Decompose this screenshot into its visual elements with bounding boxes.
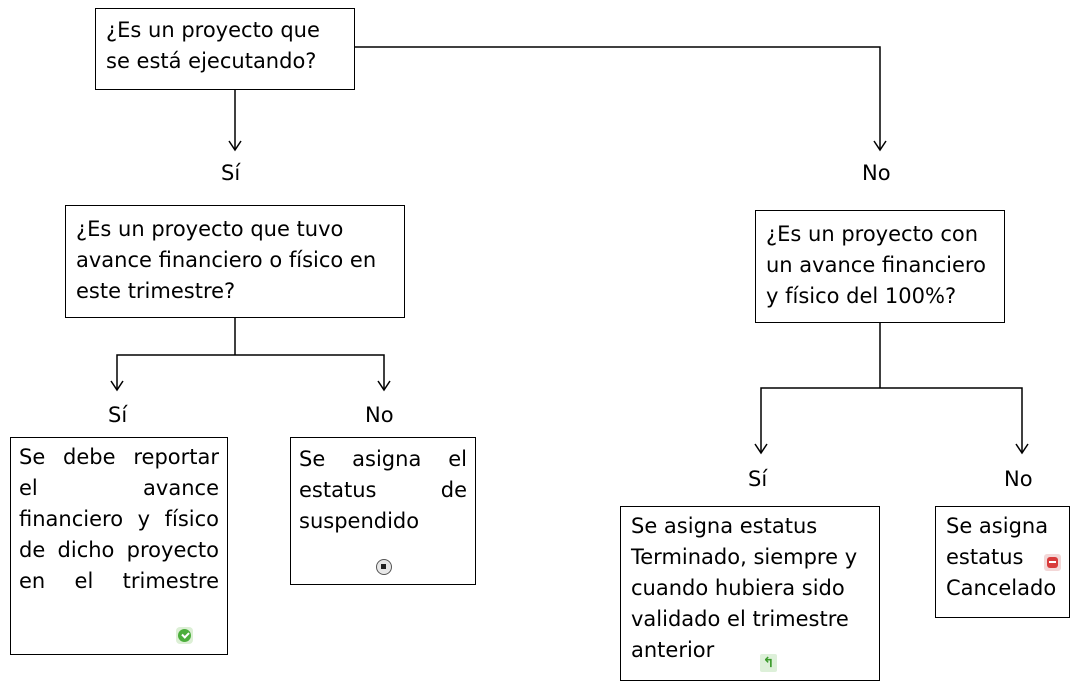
result-text: Se debe reportar el avance financiero y … [19, 445, 219, 593]
result-report-progress: Se debe reportar el avance financiero y … [10, 437, 228, 655]
question-text: ¿Es un proyecto que se está ejecutando? [106, 18, 320, 73]
question-text: ¿Es un proyecto que tuvo avance financie… [76, 217, 377, 303]
question-quarter-progress: ¿Es un proyecto que tuvo avance financie… [65, 205, 405, 318]
result-suspended: Se asigna el estatus de suspendido [290, 437, 476, 585]
question-full-progress: ¿Es un proyecto con un avance financiero… [755, 210, 1005, 323]
result-text: Se asigna estatus Cancelado [946, 514, 1057, 600]
label-no-executing: No [862, 161, 891, 185]
result-finished: Se asigna estatus Terminado, siempre y c… [620, 506, 880, 681]
result-cancelled: Se asigna estatus Cancelado [935, 506, 1070, 618]
label-yes-complete: Sí [748, 467, 768, 491]
label-yes-executing: Sí [221, 161, 241, 185]
stop-icon [376, 559, 392, 575]
question-project-executing: ¿Es un proyecto que se está ejecutando? [95, 8, 355, 90]
result-text: Se asigna el estatus de suspendido [299, 447, 467, 533]
label-no-progress: No [365, 403, 394, 427]
label-no-complete: No [1004, 467, 1033, 491]
question-text: ¿Es un proyecto con un avance financiero… [766, 222, 986, 308]
label-yes-progress: Sí [108, 403, 128, 427]
green-return-arrow-icon: ↰ [760, 654, 777, 672]
red-minus-icon [1044, 554, 1061, 571]
green-check-icon [176, 627, 193, 644]
result-text: Se asigna estatus Terminado, siempre y c… [631, 514, 858, 662]
